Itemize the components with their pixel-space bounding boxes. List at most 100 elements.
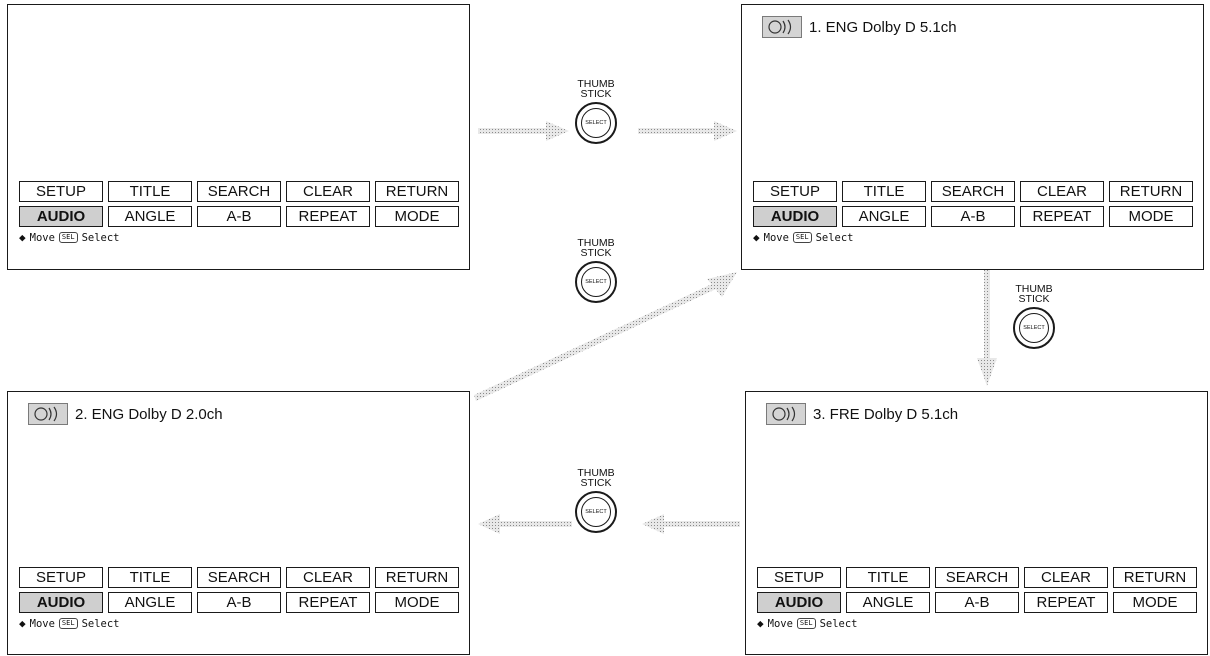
screen-track-3: 3. FRE Dolby D 5.1ch SETUP TITLE SEARCH … — [745, 391, 1208, 655]
a-b-button[interactable]: A-B — [931, 206, 1015, 227]
hint-select: Select — [819, 617, 858, 630]
thumbstick-select-label: SELECT — [581, 108, 611, 138]
sel-badge-icon: SEL — [796, 618, 816, 629]
thumbstick-select-label: SELECT — [1019, 313, 1049, 343]
audio-wave-icon — [766, 403, 806, 425]
thumbstick-label-line1: THUMB — [577, 78, 615, 90]
direction-pad-icon: ◆ — [753, 231, 760, 244]
search-button[interactable]: SEARCH — [197, 567, 281, 588]
setup-button[interactable]: SETUP — [753, 181, 837, 202]
menu-row-2: AUDIO ANGLE A-B REPEAT MODE — [757, 592, 1199, 613]
hint-select: Select — [81, 617, 120, 630]
angle-button[interactable]: ANGLE — [108, 206, 192, 227]
return-button[interactable]: RETURN — [1109, 181, 1193, 202]
mode-button[interactable]: MODE — [375, 206, 459, 227]
clear-button[interactable]: CLEAR — [1020, 181, 1104, 202]
setup-button[interactable]: SETUP — [19, 567, 103, 588]
screen-track-1: 1. ENG Dolby D 5.1ch SETUP TITLE SEARCH … — [741, 4, 1204, 270]
sel-badge-icon: SEL — [792, 232, 812, 243]
audio-track-indicator: 1. ENG Dolby D 5.1ch — [762, 16, 957, 38]
thumbstick-select-icon[interactable]: SELECT — [575, 261, 617, 303]
repeat-button[interactable]: REPEAT — [1020, 206, 1104, 227]
angle-button[interactable]: ANGLE — [846, 592, 930, 613]
menu-row-1: SETUP TITLE SEARCH CLEAR RETURN — [19, 181, 461, 202]
arrow-a-to-thumb — [478, 121, 569, 141]
menu-row-2: AUDIO ANGLE A-B REPEAT MODE — [19, 206, 461, 227]
thumbstick-label-line1: THUMB — [577, 237, 615, 249]
direction-pad-icon: ◆ — [19, 617, 26, 630]
title-button[interactable]: TITLE — [108, 567, 192, 588]
audio-button[interactable]: AUDIO — [757, 592, 841, 613]
hint-move: Move — [767, 617, 793, 630]
a-b-button[interactable]: A-B — [197, 592, 281, 613]
direction-pad-icon: ◆ — [19, 231, 26, 244]
hint-move: Move — [29, 231, 55, 244]
menu-row-1: SETUP TITLE SEARCH CLEAR RETURN — [753, 181, 1195, 202]
menu-panel: SETUP TITLE SEARCH CLEAR RETURN AUDIO AN… — [19, 567, 461, 630]
title-button[interactable]: TITLE — [846, 567, 930, 588]
repeat-button[interactable]: REPEAT — [286, 206, 370, 227]
thumbstick-select-4: THUMB STICK SELECT — [566, 468, 626, 533]
search-button[interactable]: SEARCH — [197, 181, 281, 202]
return-button[interactable]: RETURN — [375, 181, 459, 202]
thumbstick-select-3: THUMB STICK SELECT — [1004, 284, 1064, 349]
repeat-button[interactable]: REPEAT — [286, 592, 370, 613]
hint-move: Move — [29, 617, 55, 630]
audio-button[interactable]: AUDIO — [19, 206, 103, 227]
audio-button[interactable]: AUDIO — [753, 206, 837, 227]
mode-button[interactable]: MODE — [1113, 592, 1197, 613]
screen-track-2: 2. ENG Dolby D 2.0ch SETUP TITLE SEARCH … — [7, 391, 470, 655]
thumbstick-label-line2: STICK — [580, 88, 612, 100]
setup-button[interactable]: SETUP — [757, 567, 841, 588]
hint-bar: ◆ Move SEL Select — [753, 231, 1195, 244]
setup-button[interactable]: SETUP — [19, 181, 103, 202]
arrow-thumb-to-b — [638, 121, 737, 141]
repeat-button[interactable]: REPEAT — [1024, 592, 1108, 613]
thumbstick-select-2: THUMB STICK SELECT — [566, 238, 626, 303]
a-b-button[interactable]: A-B — [935, 592, 1019, 613]
thumbstick-select-label: SELECT — [581, 267, 611, 297]
thumbstick-label-line2: STICK — [580, 247, 612, 259]
audio-track-label: 1. ENG Dolby D 5.1ch — [809, 18, 957, 36]
menu-panel: SETUP TITLE SEARCH CLEAR RETURN AUDIO AN… — [757, 567, 1199, 630]
arrow-d-to-thumb — [642, 514, 740, 534]
clear-button[interactable]: CLEAR — [286, 181, 370, 202]
menu-row-1: SETUP TITLE SEARCH CLEAR RETURN — [19, 567, 461, 588]
audio-wave-icon — [28, 403, 68, 425]
thumbstick-select-1: THUMB STICK SELECT — [566, 79, 626, 144]
audio-track-indicator: 3. FRE Dolby D 5.1ch — [766, 403, 958, 425]
return-button[interactable]: RETURN — [1113, 567, 1197, 588]
mode-button[interactable]: MODE — [375, 592, 459, 613]
screen-initial: SETUP TITLE SEARCH CLEAR RETURN AUDIO AN… — [7, 4, 470, 270]
arrow-b-to-d — [977, 270, 997, 386]
thumbstick-label-line1: THUMB — [1015, 283, 1053, 295]
thumbstick-label-line1: THUMB — [577, 467, 615, 479]
thumbstick-select-icon[interactable]: SELECT — [1013, 307, 1055, 349]
search-button[interactable]: SEARCH — [935, 567, 1019, 588]
hint-select: Select — [815, 231, 854, 244]
thumbstick-select-icon[interactable]: SELECT — [575, 102, 617, 144]
hint-bar: ◆ Move SEL Select — [757, 617, 1199, 630]
clear-button[interactable]: CLEAR — [286, 567, 370, 588]
clear-button[interactable]: CLEAR — [1024, 567, 1108, 588]
audio-button[interactable]: AUDIO — [19, 592, 103, 613]
title-button[interactable]: TITLE — [108, 181, 192, 202]
return-button[interactable]: RETURN — [375, 567, 459, 588]
angle-button[interactable]: ANGLE — [108, 592, 192, 613]
search-button[interactable]: SEARCH — [931, 181, 1015, 202]
sel-badge-icon: SEL — [58, 618, 78, 629]
direction-pad-icon: ◆ — [757, 617, 764, 630]
mode-button[interactable]: MODE — [1109, 206, 1193, 227]
arrow-c-to-b — [474, 272, 737, 401]
menu-panel: SETUP TITLE SEARCH CLEAR RETURN AUDIO AN… — [19, 181, 461, 244]
thumbstick-select-icon[interactable]: SELECT — [575, 491, 617, 533]
hint-bar: ◆ Move SEL Select — [19, 231, 461, 244]
thumbstick-select-label: SELECT — [581, 497, 611, 527]
thumbstick-label-line2: STICK — [580, 477, 612, 489]
hint-select: Select — [81, 231, 120, 244]
title-button[interactable]: TITLE — [842, 181, 926, 202]
hint-move: Move — [763, 231, 789, 244]
angle-button[interactable]: ANGLE — [842, 206, 926, 227]
a-b-button[interactable]: A-B — [197, 206, 281, 227]
